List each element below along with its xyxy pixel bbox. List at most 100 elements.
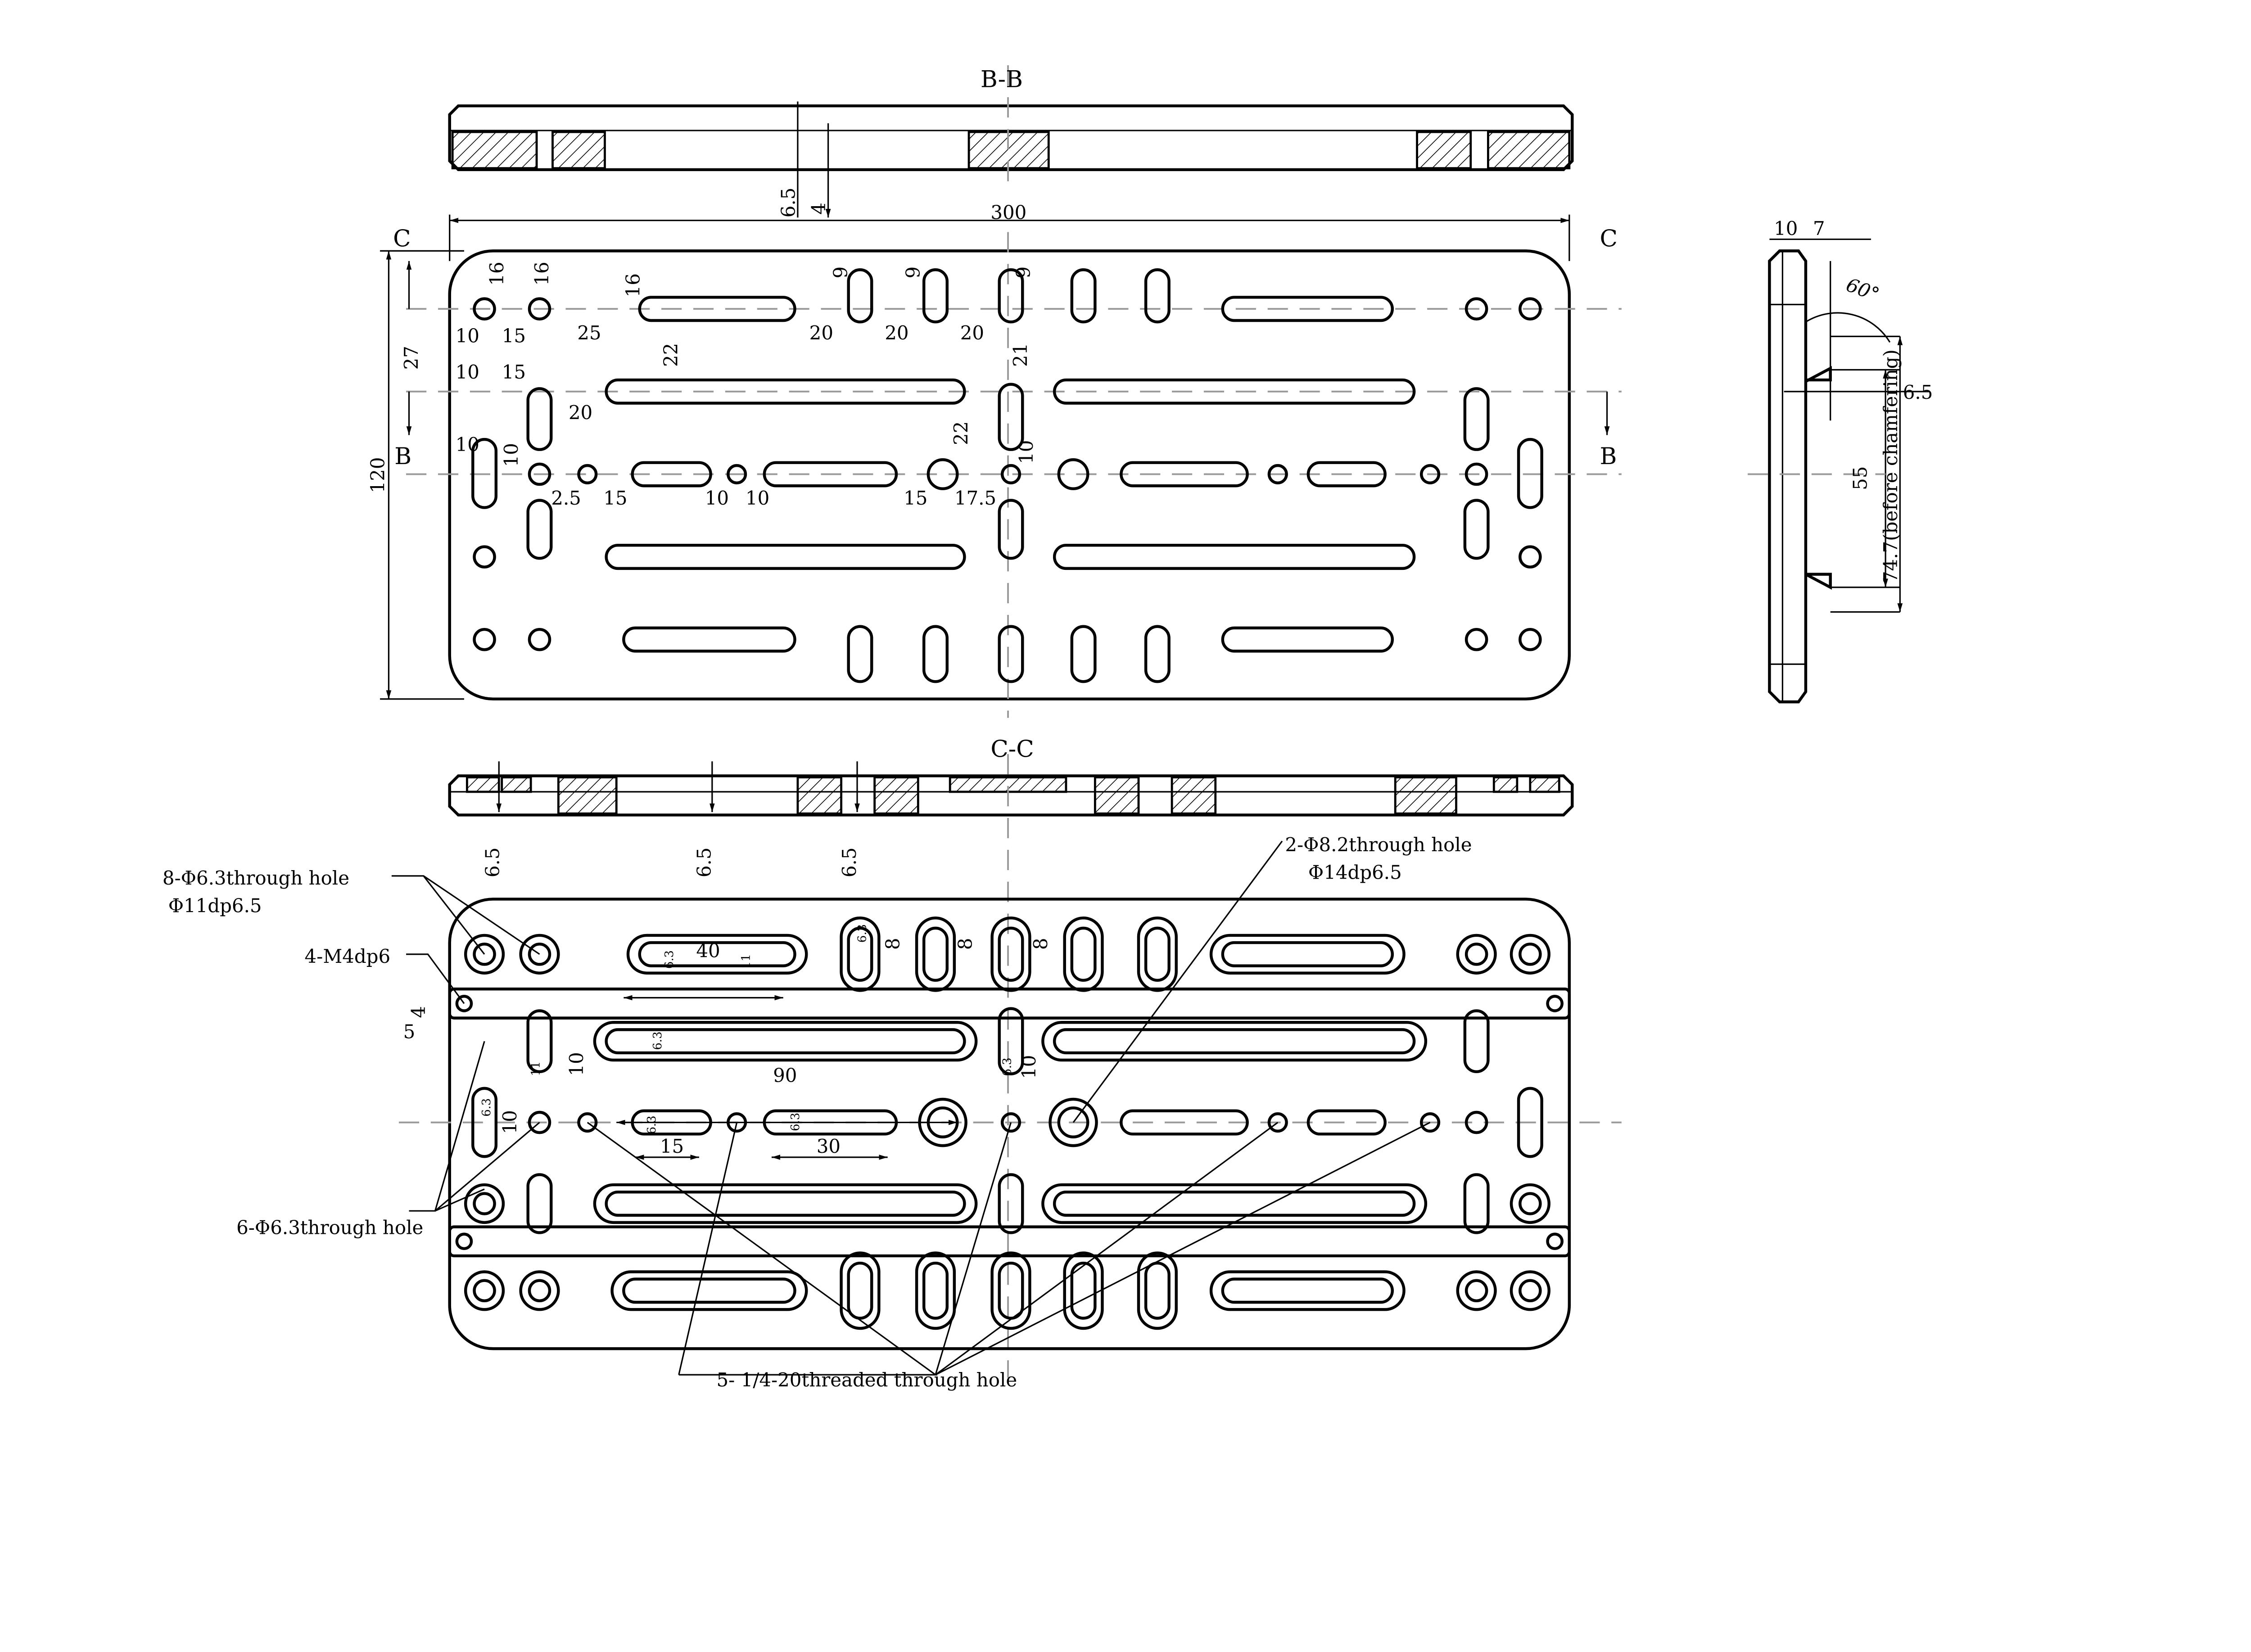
slot-vertical: [1070, 926, 1097, 982]
hole: [1000, 1112, 1022, 1133]
slot-counterbore: [840, 916, 881, 992]
counterbore: [519, 934, 560, 975]
callout-m4-holes: 4-M4dp6: [305, 945, 391, 967]
callout-leaders: [391, 840, 1431, 1376]
counterbore: [1049, 1097, 1098, 1147]
slot-vertical: [922, 625, 949, 683]
hole: [1519, 545, 1542, 569]
slot-horizontal: [763, 461, 898, 487]
slot-vertical: [1463, 387, 1490, 451]
slot-horizontal: [638, 941, 796, 967]
slot-vertical: [998, 926, 1024, 982]
slot-vertical: [526, 499, 553, 560]
hole: [473, 943, 496, 966]
dim-label: 21: [1009, 343, 1031, 367]
dim-cc-depth-2: 6.5: [693, 847, 715, 877]
slot-vertical: [1144, 926, 1171, 982]
dim-label: 8: [881, 938, 904, 950]
dim-side-outer: 74.7(before chamfering): [1880, 349, 1902, 583]
hole: [528, 462, 551, 486]
slot-vertical: [922, 1261, 949, 1320]
dim-label: 16: [531, 262, 553, 285]
top-view: [380, 214, 1622, 718]
dim-label: 20: [885, 322, 909, 344]
dim-bb-depth: 6.5: [777, 188, 799, 218]
dim-label: 2.5: [551, 487, 581, 509]
slot-vertical: [998, 1007, 1024, 1075]
slot-counterbore: [610, 1270, 808, 1311]
counterbore: [1510, 1270, 1550, 1311]
slot-counterbore: [915, 1251, 956, 1330]
slot-horizontal: [1053, 378, 1416, 405]
hole: [1519, 297, 1542, 320]
m4-hole: [455, 1232, 473, 1250]
hole: [727, 464, 747, 485]
dim-label: 10: [456, 325, 479, 347]
slot-counterbore: [1209, 934, 1406, 975]
slot-counterbore: [593, 1183, 978, 1224]
hole: [1267, 1112, 1288, 1133]
dim-label: 10: [746, 487, 769, 509]
slot-vertical: [922, 268, 949, 324]
dim-label: 9: [829, 266, 851, 279]
slot-vertical: [1144, 625, 1171, 683]
leader-line: [587, 1122, 938, 1376]
leader-line: [434, 1122, 540, 1212]
hole: [1419, 1112, 1441, 1133]
leader-line: [935, 1122, 1012, 1375]
small-dim-label: 11: [529, 1061, 542, 1076]
hole: [528, 627, 551, 651]
slot-horizontal: [1053, 544, 1416, 570]
small-dim-label: 6.3: [651, 1031, 664, 1050]
hole: [473, 1192, 496, 1215]
hole: [1519, 943, 1542, 966]
hole: [528, 297, 551, 320]
dim-label: 20: [809, 322, 833, 344]
small-dim-label: 6.3: [663, 950, 676, 969]
slot-horizontal: [622, 1277, 796, 1304]
slot-horizontal: [1306, 1109, 1387, 1136]
slot-vertical: [998, 383, 1024, 451]
hole: [1519, 1192, 1542, 1215]
dim-bb-depth2: 4: [808, 203, 830, 215]
slot-horizontal: [1053, 1190, 1416, 1217]
dim-label: 10: [500, 443, 522, 467]
counterbore: [464, 934, 505, 975]
hole: [1465, 627, 1488, 651]
top-view-holes: [471, 268, 1543, 683]
slot-vertical: [1517, 1087, 1543, 1158]
slot-horizontal: [605, 1028, 966, 1055]
leader-line: [678, 1122, 738, 1375]
counterbore: [464, 1270, 505, 1311]
small-dim-label: 6.3: [645, 1115, 659, 1134]
m4-hole: [1546, 1232, 1564, 1250]
slot-vertical: [1070, 268, 1097, 324]
small-dim-label: 6.3: [480, 1098, 493, 1117]
dim-label: 25: [577, 322, 601, 344]
slot-vertical: [1463, 1009, 1490, 1074]
slot-horizontal: [605, 378, 966, 405]
slot-horizontal: [1120, 461, 1249, 487]
slot-horizontal: [1306, 461, 1387, 487]
dim-label: 30: [817, 1135, 841, 1157]
slot-horizontal: [1053, 1028, 1416, 1055]
dim-side-w1: 10: [1774, 217, 1798, 239]
hole: [1465, 462, 1488, 486]
dim-label: 16: [622, 273, 644, 297]
slot-vertical: [1070, 625, 1097, 683]
slot-counterbore: [1137, 1251, 1178, 1330]
slot-vertical: [1463, 1173, 1490, 1234]
leader-line: [935, 1122, 1431, 1376]
hole: [1057, 1106, 1089, 1138]
slot-horizontal: [631, 461, 712, 487]
slot-counterbore: [840, 1251, 881, 1330]
hole: [1419, 464, 1441, 485]
section-b-left: B: [394, 443, 411, 470]
callout-counterbored-holes: 8-Φ6.3through hole: [163, 867, 349, 889]
dim-label: 16: [486, 262, 508, 285]
dim-label: 22: [950, 421, 972, 445]
slot-vertical: [1070, 1261, 1097, 1320]
slot-vertical: [847, 926, 873, 982]
slot-counterbore: [626, 934, 808, 975]
